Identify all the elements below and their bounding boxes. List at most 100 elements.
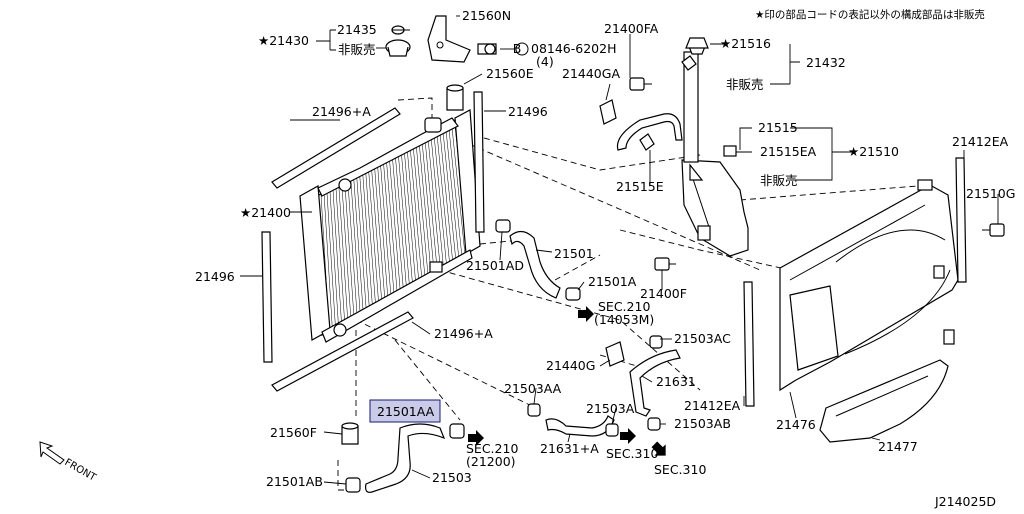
seal-strip-21496A-top[interactable] bbox=[271, 107, 401, 189]
label-21631A[interactable]: 21631+A bbox=[540, 441, 599, 456]
radiator-fin-line bbox=[424, 141, 438, 270]
label-21501AD[interactable]: 21501AD bbox=[466, 258, 524, 273]
radiator-fin-line bbox=[371, 168, 382, 300]
label-sec310-a[interactable]: SEC.310 bbox=[606, 446, 658, 461]
mounting-bracket[interactable] bbox=[427, 15, 497, 63]
label-08146-qty: (4) bbox=[536, 54, 554, 69]
label-21560N[interactable]: 21560N bbox=[462, 8, 511, 23]
label-21503AA[interactable]: 21503AA bbox=[504, 381, 562, 396]
label-21440G[interactable]: 21440G bbox=[546, 358, 595, 373]
leader-lines bbox=[240, 15, 999, 485]
radiator-fin-line bbox=[410, 148, 422, 278]
label-21432[interactable]: 21432 bbox=[806, 55, 846, 70]
lower-shroud-21477[interactable] bbox=[819, 329, 955, 443]
label-sec310-b[interactable]: SEC.310 bbox=[654, 462, 706, 477]
hose-clamp-21503A[interactable] bbox=[605, 423, 619, 437]
label-21510G[interactable]: 21510G bbox=[966, 186, 1015, 201]
label-21400[interactable]: ★21400 bbox=[240, 205, 291, 220]
label-21400FA[interactable]: 21400FA bbox=[604, 21, 659, 36]
hose-clamp-21503AA[interactable] bbox=[527, 403, 541, 417]
hose-clamp-21503AB[interactable] bbox=[647, 417, 661, 431]
label-21496A-top[interactable]: 21496+A bbox=[312, 104, 371, 119]
radiator-fin-line bbox=[421, 142, 435, 271]
label-21515E[interactable]: 21515E bbox=[616, 179, 664, 194]
label-21631[interactable]: 21631 bbox=[656, 374, 696, 389]
hose-clamp-21501AB[interactable] bbox=[345, 477, 361, 493]
label-21503AB[interactable]: 21503AB bbox=[674, 416, 731, 431]
lower-hose-21503[interactable] bbox=[365, 423, 446, 493]
upper-hose-21501[interactable] bbox=[509, 230, 561, 299]
radiator-inlet-pipe bbox=[338, 178, 352, 192]
sec-arrows bbox=[468, 306, 666, 456]
seal-strip-21496-right[interactable] bbox=[473, 91, 485, 233]
seal-strip-21412EA-top[interactable] bbox=[955, 157, 967, 283]
label-21496-top[interactable]: 21496 bbox=[508, 104, 548, 119]
radiator-fin-line bbox=[448, 128, 463, 256]
bolt-21400F[interactable] bbox=[654, 257, 676, 271]
radiator-fin-line bbox=[344, 182, 355, 315]
label-21430-nonsale: 非販売 bbox=[338, 42, 376, 57]
radiator-fin-line bbox=[383, 162, 395, 293]
radiator-fin-line bbox=[386, 160, 398, 292]
label-21515EA[interactable]: 21515EA bbox=[760, 144, 817, 159]
seal-strip-21496A-bottom[interactable] bbox=[271, 311, 414, 392]
label-21496-left[interactable]: 21496 bbox=[195, 269, 235, 284]
reservoir-hose-21515E[interactable] bbox=[616, 113, 683, 151]
hose-clamp-21501AD[interactable] bbox=[495, 219, 511, 233]
label-21560F[interactable]: 21560F bbox=[270, 425, 317, 440]
fan-shroud-21476[interactable] bbox=[779, 179, 959, 392]
bolt-21400FA[interactable] bbox=[629, 77, 652, 91]
radiator-fin-line bbox=[353, 177, 364, 310]
label-21412EA-top[interactable]: 21412EA bbox=[952, 134, 1009, 149]
label-21503[interactable]: 21503 bbox=[432, 470, 472, 485]
tank-bracket bbox=[723, 145, 737, 157]
label-21476[interactable]: 21476 bbox=[776, 417, 816, 432]
clip-21440GA[interactable] bbox=[599, 99, 617, 125]
bolt-21510G[interactable] bbox=[982, 223, 1005, 237]
label-21501AB[interactable]: 21501AB bbox=[266, 474, 323, 489]
oil-cooler-hose-21631[interactable] bbox=[629, 349, 681, 417]
label-21501AA[interactable]: 21501AA bbox=[377, 404, 435, 419]
label-21503AC[interactable]: 21503AC bbox=[674, 331, 731, 346]
radiator-fin-line bbox=[433, 136, 447, 264]
seal-strip-21496-left[interactable] bbox=[261, 231, 273, 363]
label-21501A[interactable]: 21501A bbox=[588, 274, 637, 289]
label-21516[interactable]: ★21516 bbox=[720, 36, 771, 51]
label-sec210-b[interactable]: SEC.210 bbox=[466, 441, 518, 456]
lower-shroud-clip bbox=[943, 329, 955, 345]
label-21430[interactable]: ★21430 bbox=[258, 33, 309, 48]
hose-clamp-21503AC[interactable] bbox=[649, 335, 663, 349]
label-21412EA-bottom[interactable]: 21412EA bbox=[684, 398, 741, 413]
label-sec210-a[interactable]: SEC.210 bbox=[598, 299, 650, 314]
label-21510[interactable]: ★21510 bbox=[848, 144, 899, 159]
radiator-core[interactable] bbox=[299, 109, 481, 343]
radiator-fin-line bbox=[407, 150, 419, 280]
label-08146[interactable]: 08146-6202H bbox=[531, 41, 617, 56]
radiator-fin-line bbox=[413, 147, 426, 276]
radiator-fin-line bbox=[350, 179, 361, 312]
oil-cooler-hose-21631A[interactable] bbox=[545, 415, 615, 437]
label-21560E[interactable]: 21560E bbox=[486, 66, 534, 81]
label-21400F[interactable]: 21400F bbox=[640, 286, 687, 301]
hose-clamp-21501A[interactable] bbox=[565, 287, 581, 301]
radiator-fin-line bbox=[377, 165, 388, 297]
label-21515[interactable]: 21515 bbox=[758, 120, 798, 135]
cap-21516[interactable] bbox=[685, 37, 709, 49]
label-21501[interactable]: 21501 bbox=[554, 246, 594, 261]
label-21435[interactable]: 21435 bbox=[337, 22, 377, 37]
mount-insulator-21560E[interactable] bbox=[446, 84, 464, 111]
front-label: FRONT bbox=[63, 457, 99, 484]
seal-strip-21412EA-bottom[interactable] bbox=[743, 281, 755, 407]
mount-insulator-21560F[interactable] bbox=[341, 422, 359, 445]
radiator-cap[interactable] bbox=[385, 25, 411, 57]
radiator-fin-line bbox=[341, 183, 351, 317]
reservoir-tank[interactable] bbox=[681, 43, 749, 257]
radiator-fin-line bbox=[338, 185, 348, 319]
label-21477[interactable]: 21477 bbox=[878, 439, 918, 454]
label-21496A-bottom[interactable]: 21496+A bbox=[434, 326, 493, 341]
clip-21440G[interactable] bbox=[605, 341, 625, 367]
label-21503A[interactable]: 21503A bbox=[586, 401, 635, 416]
hose-clamp-21501AA[interactable] bbox=[449, 423, 465, 439]
radiator-fin-line bbox=[451, 127, 466, 254]
label-21440GA[interactable]: 21440GA bbox=[562, 66, 620, 81]
